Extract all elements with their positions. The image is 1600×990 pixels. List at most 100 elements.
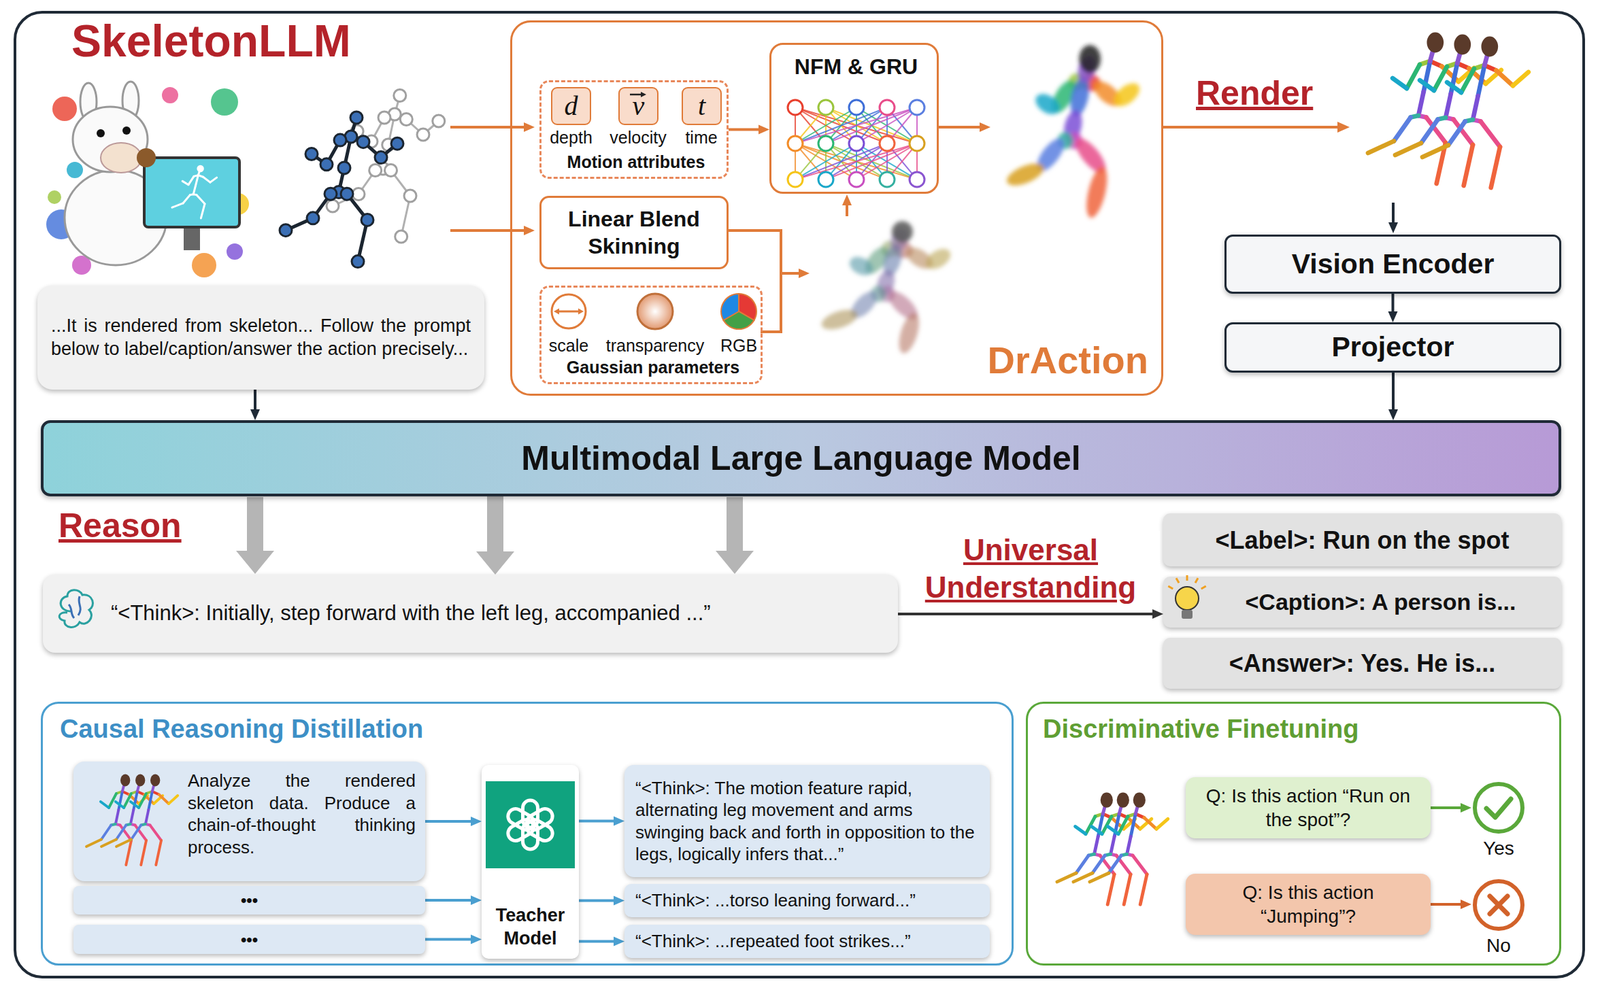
process-box: Linear Blend Skinning xyxy=(539,195,729,270)
arrow-line xyxy=(1391,202,1395,224)
skeleton-bone xyxy=(1094,836,1099,855)
paint-splash xyxy=(52,96,77,122)
connector-head xyxy=(470,817,482,827)
skeleton-figure xyxy=(1057,793,1136,906)
gaussian-blob xyxy=(846,253,876,279)
node-text: Yes xyxy=(1471,836,1526,861)
rgb-wedge xyxy=(721,293,739,321)
node-text: NFM & GRU xyxy=(771,53,941,81)
skeleton-bone xyxy=(1463,144,1473,186)
skeleton-bone xyxy=(1089,873,1109,883)
network-node xyxy=(787,172,803,188)
skeleton-bone xyxy=(148,791,153,811)
node-text: DrAction xyxy=(913,336,1149,385)
skeleton-bone xyxy=(138,793,147,809)
skeleton-bone xyxy=(1421,119,1439,144)
skeleton-bone xyxy=(210,177,218,183)
skeleton-bone xyxy=(145,810,149,825)
skeleton-bone xyxy=(1422,145,1449,158)
skeleton-bone xyxy=(131,825,141,841)
node-text: No xyxy=(1471,934,1526,958)
connector-arrow xyxy=(425,935,482,945)
node-text: d xyxy=(551,87,591,125)
scale-arrow-line xyxy=(558,310,569,313)
connector-line xyxy=(578,940,615,944)
gaussian-blob xyxy=(1067,74,1094,119)
bulb-ray xyxy=(1186,575,1189,581)
skeleton-figure xyxy=(116,774,178,866)
node-text: t xyxy=(682,87,722,125)
transparency-icon xyxy=(637,293,673,330)
edge-label: Universal Understanding xyxy=(901,531,1160,607)
node-text: Q: Is this action “Run on the spot”? xyxy=(1195,784,1422,832)
skeleton-bone xyxy=(101,825,111,841)
skeleton-bone xyxy=(1461,68,1475,93)
gaussian-blob xyxy=(922,244,955,274)
skeleton-bone xyxy=(115,810,119,825)
arrow-head xyxy=(979,122,991,132)
section-label: Render xyxy=(1195,73,1313,113)
reason-arrow-line xyxy=(726,497,743,555)
skeleton-bone xyxy=(1156,819,1169,830)
connector-line xyxy=(1430,806,1462,810)
skeleton-joint xyxy=(404,189,417,203)
skeleton-bone xyxy=(1091,827,1103,835)
skeleton-bone xyxy=(125,840,132,866)
node-text: “<Think>: ...torso leaning forward...” xyxy=(635,889,916,913)
skeleton-joint xyxy=(391,137,404,150)
connector-head xyxy=(1460,803,1472,813)
llama-eye xyxy=(96,129,105,138)
panel: DrActiondvtdepthvelocitytimeMotion attri… xyxy=(510,20,1164,396)
bulb-base xyxy=(1181,610,1193,620)
connector-head xyxy=(613,896,625,907)
skeleton-bone xyxy=(1472,95,1479,120)
skeleton-figure xyxy=(172,165,218,219)
no-circle xyxy=(1474,881,1523,930)
network-node xyxy=(848,172,864,188)
skeleton-bone xyxy=(1130,814,1136,837)
connector-line xyxy=(578,900,615,903)
connector-line xyxy=(897,612,1154,616)
connector-head xyxy=(476,551,515,575)
connector-line xyxy=(253,389,257,411)
node-text: scale xyxy=(541,335,596,357)
node-text: depth xyxy=(541,127,601,149)
network-link xyxy=(825,143,918,180)
process-box: Projector xyxy=(1224,322,1562,373)
node-text: Teacher Model xyxy=(481,904,579,952)
arrow-head xyxy=(523,225,535,236)
process-box: “<Think>: ...torso leaning forward...” xyxy=(624,884,990,918)
llama-snout xyxy=(100,142,142,173)
skeleton-joint xyxy=(306,212,320,225)
skeleton-bone xyxy=(1478,65,1486,96)
node-text: Causal Reasoning Distillation xyxy=(59,713,673,747)
teacher-icon xyxy=(485,781,575,869)
panel: Discriminative Finetuning Q: Is this acti… xyxy=(1025,702,1562,966)
skeleton-joint xyxy=(417,128,430,141)
skeleton-joint xyxy=(351,255,364,269)
skeleton-bone xyxy=(1491,146,1500,188)
skeleton-bone xyxy=(1393,117,1411,142)
connector-arrow xyxy=(578,896,625,907)
connector-arrow xyxy=(250,389,260,421)
node-text: time xyxy=(677,127,726,149)
skeleton-bone xyxy=(1107,874,1115,905)
skeleton-head xyxy=(1480,36,1498,58)
skeleton-bone xyxy=(200,204,205,219)
skeleton-bone xyxy=(1406,64,1420,89)
teacher-logo xyxy=(505,800,556,850)
skeleton-figure xyxy=(1395,34,1502,187)
skeleton-joint xyxy=(320,158,333,171)
arrow-head xyxy=(842,194,852,206)
node-text: Discriminative Finetuning xyxy=(1042,713,1520,747)
connector-head xyxy=(613,817,625,827)
skeleton-bone xyxy=(130,810,134,825)
icon-box: dvtdepthvelocitytimeMotion attributes xyxy=(539,80,729,179)
connector-head xyxy=(613,937,625,947)
wire xyxy=(726,230,781,274)
skeleton-joint xyxy=(385,164,398,177)
arrow-line xyxy=(780,272,800,275)
yes-circle xyxy=(1474,784,1523,832)
outer-frame xyxy=(14,12,1584,978)
skeleton-figure xyxy=(1368,32,1475,185)
